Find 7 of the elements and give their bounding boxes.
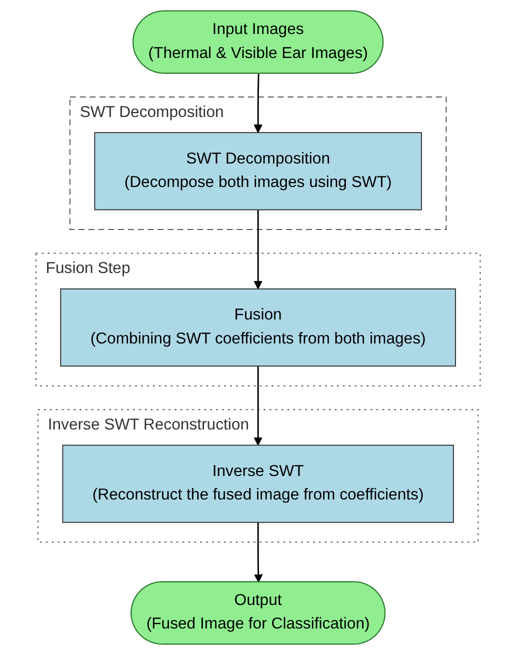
node-box: Fusion (Combining SWT coefficients from both images) <box>60 288 456 367</box>
node-box: Inverse SWT (Reconstruct the fused image from coefficients) <box>62 444 454 523</box>
node-box: SWT Decomposition (Decompose both images using SWT) <box>94 132 422 210</box>
arrow <box>254 366 263 446</box>
arrow <box>254 74 263 133</box>
arrow <box>254 210 263 290</box>
arrow <box>254 522 264 583</box>
